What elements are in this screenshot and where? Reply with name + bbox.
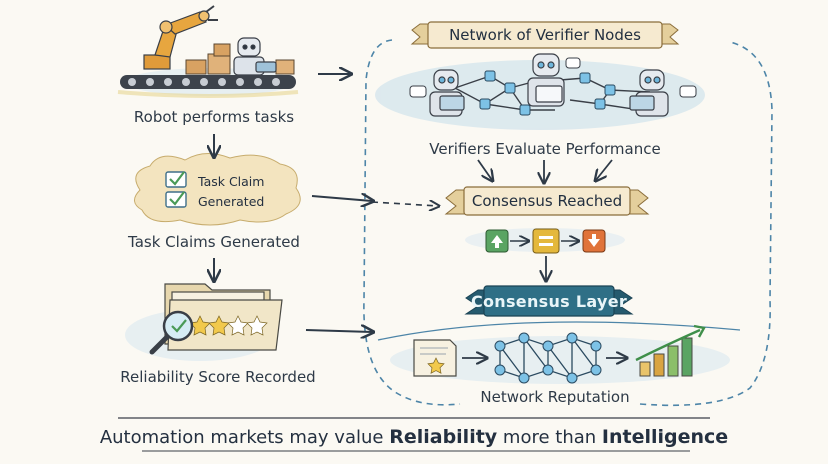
speech-bubbles (409, 57, 697, 98)
claim-card-line1: Task Claim (198, 174, 265, 189)
network-node-dots (479, 70, 616, 116)
checklist-icon (165, 171, 187, 208)
node-network-icon (494, 332, 602, 384)
network-boundary (363, 39, 773, 407)
robot-arm-icon (143, 5, 218, 70)
down-arrow-icon (582, 229, 606, 253)
footer-middle: more than (497, 427, 602, 448)
consensus-layer-label: Consensus Layer (470, 292, 628, 311)
equals-icon (532, 228, 560, 254)
footer-reliability: Reliability (389, 426, 498, 448)
step-robot-label: Robot performs tasks (133, 108, 295, 126)
verifier-robot-icon (429, 53, 669, 117)
footer-intelligence: Intelligence (601, 426, 729, 448)
claim-card-line2: Generated (198, 194, 265, 209)
star-rating-icon (189, 315, 268, 336)
claim-cloud (134, 153, 301, 226)
consensus-reached-label: Consensus Reached (471, 192, 623, 210)
arrow-claims-dashed (371, 202, 438, 206)
step-claims-label: Task Claims Generated (128, 233, 300, 251)
network-reputation-label: Network Reputation (480, 388, 630, 406)
step-score-label: Reliability Score Recorded (120, 368, 316, 386)
growth-chart-icon (635, 324, 706, 377)
conveyor-icon (117, 75, 299, 98)
consensus-layer-banner (464, 285, 634, 317)
consensus-reached-banner (444, 186, 650, 216)
up-arrow-icon (485, 229, 509, 253)
reputation-curve (377, 321, 741, 341)
network-title: Network of Verifier Nodes (449, 26, 641, 44)
arrow-score-to-layer (305, 330, 372, 332)
arrow-v1 (477, 159, 492, 180)
network-title-banner (410, 21, 680, 49)
footer-tagline: Automation markets may value Reliability… (0, 426, 828, 448)
footer-prefix: Automation markets may value (99, 427, 390, 448)
arrow-claims-to-consensus (311, 196, 372, 201)
arrow-v3 (596, 159, 613, 180)
verifiers-caption: Verifiers Evaluate Performance (429, 140, 661, 158)
magnifier-icon (149, 310, 194, 355)
robot-icon (233, 37, 277, 76)
cargo-boxes (185, 43, 295, 75)
certificate-icon (413, 339, 457, 377)
